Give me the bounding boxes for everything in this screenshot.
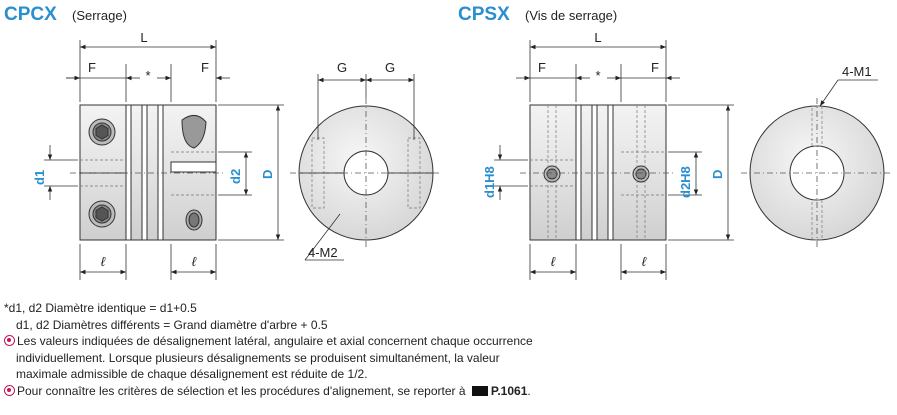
cpsx-dim-l-left: ℓ bbox=[551, 254, 556, 269]
cpsx-code: CPSX bbox=[458, 4, 510, 25]
cpcx-type: (Serrage) bbox=[72, 8, 127, 23]
cpcx-dim-G-left: G bbox=[337, 60, 347, 75]
cpcx-dim-F-left: F bbox=[88, 60, 96, 75]
cpsx-screw-label: 4-M1 bbox=[842, 64, 872, 79]
note-line-1: *d1, d2 Diamètre identique = d1+0.5 bbox=[4, 301, 197, 315]
page-reference-icon bbox=[471, 385, 488, 396]
cpcx-dim-d1: d1 bbox=[32, 170, 47, 185]
cpcx-dim-L: L bbox=[140, 30, 147, 45]
cpcx-dim-F-right: F bbox=[201, 60, 209, 75]
note-line-5: maximale admissible de chaque désalignem… bbox=[16, 367, 368, 381]
cpsx-dim-L: L bbox=[594, 30, 601, 45]
cpcx-dim-l-right: ℓ bbox=[192, 254, 197, 269]
cpsx-dim-star: * bbox=[595, 68, 600, 83]
note-line-6-text: Pour connaître les critères de sélection… bbox=[17, 383, 466, 398]
notes-block: *d1, d2 Diamètre identique = d1+0.5 d1, … bbox=[4, 300, 884, 399]
technical-drawing: CPCX (Serrage) bbox=[4, 4, 893, 280]
cpcx-dim-G-right: G bbox=[385, 60, 395, 75]
page-reference-link[interactable]: P.1061 bbox=[490, 383, 528, 398]
note-line-6-end: . bbox=[527, 383, 531, 398]
cpcx-dim-l-left: ℓ bbox=[101, 254, 106, 269]
note-line-3: Les valeurs indiquées de désalignement l… bbox=[17, 334, 533, 348]
cpcx-side-view bbox=[79, 104, 217, 241]
cpcx-dim-star: * bbox=[145, 68, 150, 83]
cpsx-dim-d1: d1H8 bbox=[482, 166, 497, 198]
note-line-2: d1, d2 Diamètres différents = Grand diam… bbox=[16, 317, 328, 332]
cpcx-dim-d2: d2 bbox=[228, 169, 243, 184]
note-line-4: individuellement. Lorsque plusieurs désa… bbox=[16, 350, 500, 365]
cpcx-dim-D: D bbox=[260, 170, 275, 179]
cpsx-dim-F-right: F bbox=[651, 60, 659, 75]
cpsx-side-view bbox=[529, 104, 667, 241]
cpsx-dim-d2: d2H8 bbox=[678, 166, 693, 198]
info-bullet-icon bbox=[4, 384, 15, 396]
cpsx-dim-F-left: F bbox=[538, 60, 546, 75]
info-bullet-icon bbox=[4, 335, 15, 346]
cpcx-code: CPCX bbox=[4, 4, 57, 25]
cpsx-dim-l-right: ℓ bbox=[642, 254, 647, 269]
cpcx-screw-label: 4-M2 bbox=[308, 245, 338, 260]
cpsx-type: (Vis de serrage) bbox=[525, 8, 617, 23]
cpsx-dim-D: D bbox=[710, 170, 725, 179]
